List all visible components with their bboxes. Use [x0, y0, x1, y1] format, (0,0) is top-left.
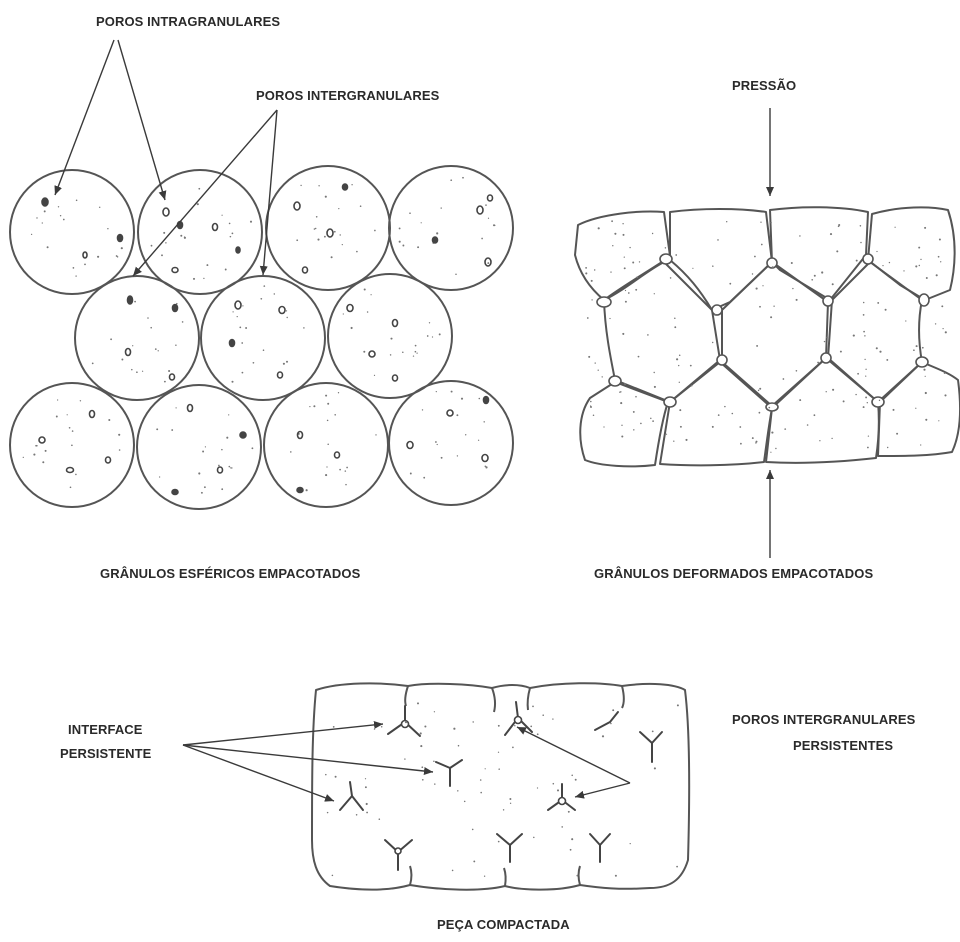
label-intergranular-pores: POROS INTERGRANULARES — [256, 88, 440, 103]
granule-texture-dots — [22, 176, 496, 494]
pointer-arrows-bottom — [182, 720, 631, 802]
deformed-granule — [669, 208, 773, 311]
deformed-granule — [721, 261, 829, 407]
label-persistent-pores-line2: PERSISTENTES — [793, 738, 894, 753]
caption-deformed-granules: GRÂNULOS DEFORMADOS EMPACOTADOS — [594, 566, 874, 581]
granule-sphere — [137, 169, 263, 295]
granule-sphere — [9, 169, 135, 295]
granule-sphere — [136, 384, 262, 510]
label-interface-line2: PERSISTENTE — [60, 746, 152, 761]
compacted-piece — [311, 682, 691, 891]
persistent-interfaces — [339, 701, 663, 871]
deformed-granule — [579, 381, 669, 468]
intragranular-pores — [38, 183, 494, 496]
granule-sphere — [200, 275, 326, 401]
label-intragranular-pores: POROS INTRAGRANULARES — [96, 14, 281, 29]
granule-sphere — [9, 382, 135, 508]
granule-sphere — [327, 273, 453, 399]
caption-spherical-granules: GRÂNULOS ESFÉRICOS EMPACOTADOS — [100, 566, 361, 581]
pointer-arrows-top-left — [54, 39, 278, 277]
label-interface-line1: INTERFACE — [68, 722, 143, 737]
granule-sphere — [265, 165, 391, 291]
deformed-granule — [877, 361, 960, 457]
deformed-texture-dots — [585, 220, 947, 453]
granule-sphere — [388, 165, 514, 291]
granule-sphere — [263, 382, 389, 508]
compacted-texture-dots — [325, 702, 679, 877]
deformed-granule — [769, 206, 869, 301]
deformed-granule — [659, 361, 773, 467]
deformed-granule — [867, 206, 956, 301]
label-persistent-pores-line1: POROS INTERGRANULARES — [732, 712, 916, 727]
persistent-intergranular-pores — [394, 715, 567, 855]
spherical-granules-group — [9, 165, 514, 510]
deformed-granule — [574, 210, 671, 301]
granule-sphere — [388, 380, 514, 506]
caption-compacted-piece: PEÇA COMPACTADA — [437, 917, 570, 932]
deformed-granules-group — [574, 206, 960, 468]
granule-sphere — [74, 275, 200, 401]
intergranular-pores-deformed — [596, 253, 930, 412]
deformed-granule — [765, 357, 880, 464]
label-pressure: PRESSÃO — [732, 78, 797, 93]
deformed-granule — [827, 261, 923, 403]
